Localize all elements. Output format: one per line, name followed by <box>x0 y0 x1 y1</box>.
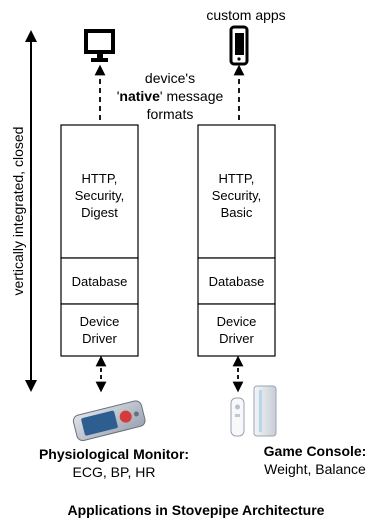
custom-apps-label: custom apps <box>206 7 285 23</box>
left-protocol-line: HTTP, <box>82 171 118 186</box>
left-protocol-line: Security, <box>75 188 125 203</box>
right-stack: HTTP, Security, Basic Database Device Dr… <box>197 124 276 357</box>
axis-label: vertically integrated, closed <box>10 127 26 296</box>
left-device-title: Physiological Monitor: <box>39 446 189 462</box>
formats-label-line2: 'native' message <box>117 88 224 104</box>
left-driver-layer <box>60 303 139 357</box>
right-protocol-line: HTTP, <box>219 171 255 186</box>
right-database-label: Database <box>209 274 265 289</box>
left-protocol-layer <box>60 124 139 259</box>
right-device-subtitle: Weight, Balance <box>264 461 366 477</box>
game-console-icon <box>230 385 277 437</box>
smartphone-icon <box>229 25 249 66</box>
diagram-caption: Applications in Stovepipe Architecture <box>68 502 325 518</box>
left-database-layer <box>60 257 139 305</box>
left-protocol-line: Digest <box>81 205 118 220</box>
right-driver-line: Device <box>217 314 257 329</box>
right-driver-line: Driver <box>219 331 254 346</box>
left-database-label: Database <box>72 274 128 289</box>
left-device-subtitle: ECG, BP, HR <box>73 464 156 480</box>
left-stack: HTTP, Security, Digest Database Device D… <box>60 124 139 357</box>
formats-label-line3: formats <box>147 106 194 122</box>
physiological-monitor-icon <box>72 400 146 442</box>
computer-monitor-icon <box>84 29 115 62</box>
left-driver-line: Driver <box>82 331 117 346</box>
left-driver-line: Device <box>80 314 120 329</box>
right-protocol-line: Security, <box>212 188 262 203</box>
right-device-title: Game Console: <box>264 443 367 459</box>
right-driver-layer <box>197 303 276 357</box>
right-protocol-line: Basic <box>221 205 253 220</box>
formats-label-line1: device's <box>145 70 195 86</box>
